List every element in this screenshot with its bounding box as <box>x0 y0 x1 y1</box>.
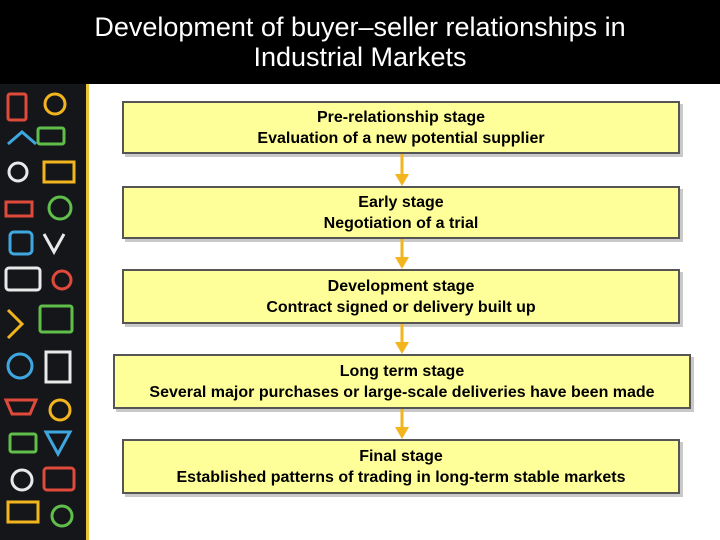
flow-arrow-3 <box>395 324 409 354</box>
stage-description: Negotiation of a trial <box>323 214 479 232</box>
stage-description: Established patterns of trading in long-… <box>176 468 626 486</box>
title-line-2: Industrial Markets <box>253 42 467 72</box>
stage-description: Contract signed or delivery built up <box>266 298 536 316</box>
stage-box-final: Final stage Established patterns of trad… <box>122 439 680 494</box>
stage-name: Long term stage <box>339 362 465 380</box>
stage-name: Final stage <box>359 447 443 465</box>
stage-box-long-term: Long term stage Several major purchases … <box>113 354 691 409</box>
stage-description: Evaluation of a new potential supplier <box>257 129 545 147</box>
stage-box-early: Early stage Negotiation of a trial <box>122 186 680 239</box>
decorative-edge-line <box>86 84 89 540</box>
title-line-1: Development of buyer–seller relationship… <box>94 12 626 42</box>
decorative-icon-pattern <box>0 84 86 540</box>
stage-description: Several major purchases or large-scale d… <box>149 383 655 401</box>
flow-arrow-4 <box>395 409 409 439</box>
flow-arrow-1 <box>395 154 409 186</box>
stage-box-pre-relationship: Pre-relationship stage Evaluation of a n… <box>122 101 680 154</box>
stage-box-development: Development stage Contract signed or del… <box>122 269 680 324</box>
stage-name: Development stage <box>327 277 475 295</box>
slide-title: Development of buyer–seller relationship… <box>0 0 720 84</box>
stage-name: Early stage <box>358 193 444 211</box>
stage-name: Pre-relationship stage <box>316 108 486 126</box>
flow-arrow-2 <box>395 239 409 269</box>
